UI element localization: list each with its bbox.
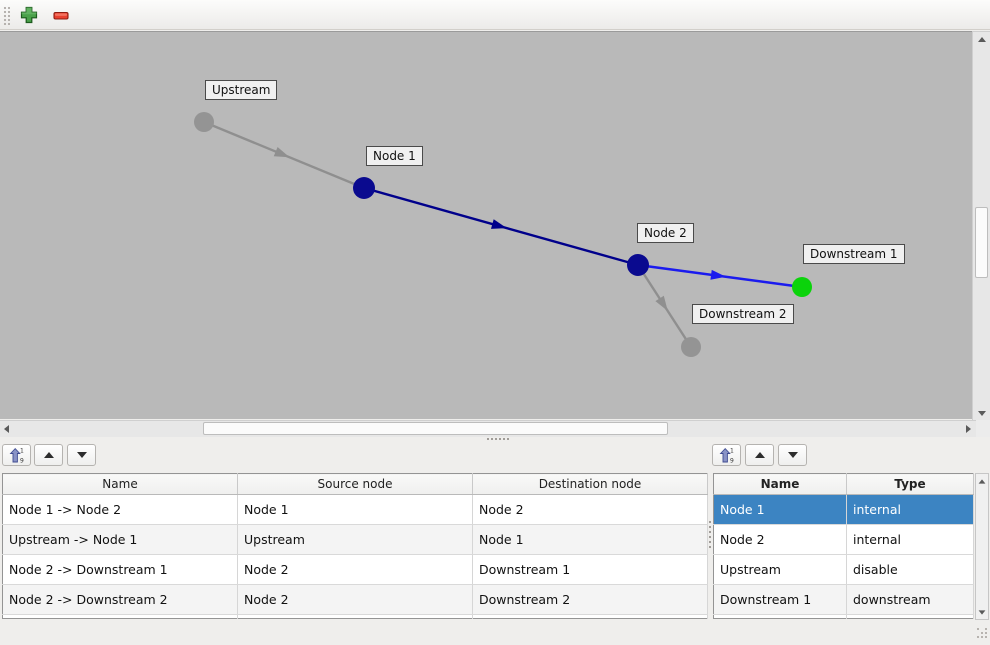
- graph-node-label-downstream1[interactable]: Downstream 1: [803, 244, 905, 264]
- edges-table-header: Name Source node Destination node: [2, 473, 708, 495]
- arrow-down-icon: [978, 609, 986, 615]
- graph-drawing: [194, 112, 812, 357]
- arrow-right-icon: [966, 425, 971, 433]
- cell-destination[interactable]: Downstream 1: [472, 554, 708, 585]
- graph-node-node1[interactable]: [353, 177, 375, 199]
- canvas-horizontal-scrollbar[interactable]: [0, 420, 976, 437]
- horizontal-pane-splitter[interactable]: [0, 437, 990, 444]
- cell-source[interactable]: Node 2: [237, 554, 473, 585]
- scroll-down-button[interactable]: [973, 406, 990, 420]
- cell-destination[interactable]: Node 1: [472, 524, 708, 555]
- nodes-sort-button[interactable]: 1 9: [712, 444, 741, 466]
- table-row[interactable]: Node 2 -> Downstream 2 Node 2 Downstream…: [2, 584, 708, 615]
- toolbar-grip[interactable]: [3, 6, 10, 25]
- empty-row: [713, 614, 974, 619]
- table-row-selected[interactable]: Node 1 internal: [713, 494, 974, 525]
- scroll-up-button[interactable]: [976, 475, 988, 487]
- scroll-right-button[interactable]: [962, 421, 975, 437]
- scroll-down-button[interactable]: [976, 606, 988, 618]
- cell-name[interactable]: Downstream 1: [713, 584, 847, 615]
- arrow-left-icon: [4, 425, 9, 433]
- cell-type[interactable]: internal: [846, 494, 974, 525]
- main-toolbar: [0, 0, 990, 30]
- svg-text:1: 1: [20, 447, 24, 454]
- cell-type[interactable]: downstream: [846, 584, 974, 615]
- remove-node-button[interactable]: [51, 5, 71, 25]
- empty-row: [2, 614, 708, 619]
- column-header-type[interactable]: Type: [846, 473, 974, 495]
- splitter-handle[interactable]: [709, 521, 711, 523]
- svg-text:9: 9: [20, 457, 24, 464]
- edge-arrow-icon: [273, 146, 290, 158]
- graph-node-label-downstream2[interactable]: Downstream 2: [692, 304, 794, 324]
- sort-ascending-icon: 1 9: [719, 447, 734, 464]
- nodes-table: Name Type Node 1 internal Node 2 interna…: [713, 473, 974, 619]
- vertical-scroll-thumb[interactable]: [975, 207, 988, 278]
- cell-source[interactable]: Node 2: [237, 584, 473, 615]
- cell-destination[interactable]: Downstream 2: [472, 584, 708, 615]
- table-row[interactable]: Node 2 internal: [713, 524, 974, 555]
- cell-source[interactable]: Upstream: [237, 524, 473, 555]
- cell-name[interactable]: Node 1: [713, 494, 847, 525]
- graph-node-label-node2[interactable]: Node 2: [637, 223, 694, 243]
- cell-name[interactable]: Upstream: [713, 554, 847, 585]
- table-row[interactable]: Upstream -> Node 1 Upstream Node 1: [2, 524, 708, 555]
- cell-destination[interactable]: Node 2: [472, 494, 708, 525]
- graph-node-label-upstream[interactable]: Upstream: [205, 80, 278, 100]
- graph-node-upstream[interactable]: [194, 112, 214, 132]
- graph-node-downstream1[interactable]: [792, 277, 812, 297]
- add-node-button[interactable]: [19, 5, 39, 25]
- column-header-source-node[interactable]: Source node: [237, 473, 473, 495]
- cell-source[interactable]: Node 1: [237, 494, 473, 525]
- table-row[interactable]: Upstream disable: [713, 554, 974, 585]
- move-up-icon: [43, 452, 54, 458]
- move-up-icon: [754, 452, 765, 458]
- column-header-name[interactable]: Name: [2, 473, 238, 495]
- move-down-icon: [76, 452, 87, 458]
- nodes-table-header: Name Type: [713, 473, 974, 495]
- cell-name[interactable]: Upstream -> Node 1: [2, 524, 238, 555]
- horizontal-scroll-thumb[interactable]: [203, 422, 668, 435]
- table-row[interactable]: Node 2 -> Downstream 1 Node 2 Downstream…: [2, 554, 708, 585]
- cell-type[interactable]: internal: [846, 524, 974, 555]
- edges-move-down-button[interactable]: [67, 444, 96, 466]
- cell-name[interactable]: Node 2: [713, 524, 847, 555]
- cell-name[interactable]: Node 1 -> Node 2: [2, 494, 238, 525]
- edges-sort-button[interactable]: 1 9: [2, 444, 31, 466]
- nodes-move-up-button[interactable]: [745, 444, 774, 466]
- edges-move-up-button[interactable]: [34, 444, 63, 466]
- sort-ascending-icon: 1 9: [9, 447, 24, 464]
- edge-arrow-icon: [655, 295, 668, 312]
- plus-icon: [20, 6, 38, 24]
- scrollbar-corner: [976, 420, 990, 437]
- move-down-icon: [787, 452, 798, 458]
- nodes-table-scrollbar[interactable]: [975, 473, 989, 620]
- cell-name[interactable]: Node 2 -> Downstream 1: [2, 554, 238, 585]
- canvas-vertical-scrollbar[interactable]: [972, 31, 990, 420]
- edge-arrow-icon: [710, 269, 726, 280]
- column-header-name[interactable]: Name: [713, 473, 847, 495]
- splitter-handle[interactable]: [487, 438, 489, 440]
- edge-arrow-icon: [490, 219, 507, 229]
- graph-node-downstream2[interactable]: [681, 337, 701, 357]
- window-resize-grip[interactable]: [977, 628, 979, 630]
- arrow-up-icon: [977, 36, 986, 42]
- edges-table: Name Source node Destination node Node 1…: [2, 473, 708, 619]
- table-row[interactable]: Downstream 1 downstream: [713, 584, 974, 615]
- nodes-move-down-button[interactable]: [778, 444, 807, 466]
- arrow-down-icon: [977, 410, 986, 416]
- scroll-up-button[interactable]: [973, 32, 990, 46]
- arrow-up-icon: [978, 478, 986, 484]
- cell-name[interactable]: Node 2 -> Downstream 2: [2, 584, 238, 615]
- cell-type[interactable]: disable: [846, 554, 974, 585]
- minus-icon: [53, 11, 69, 20]
- svg-text:9: 9: [730, 457, 734, 464]
- svg-text:1: 1: [730, 447, 734, 454]
- graph-node-node2[interactable]: [627, 254, 649, 276]
- graph-node-label-node1[interactable]: Node 1: [366, 146, 423, 166]
- column-header-destination-node[interactable]: Destination node: [472, 473, 708, 495]
- table-row[interactable]: Node 1 -> Node 2 Node 1 Node 2: [2, 494, 708, 525]
- scroll-left-button[interactable]: [0, 421, 13, 437]
